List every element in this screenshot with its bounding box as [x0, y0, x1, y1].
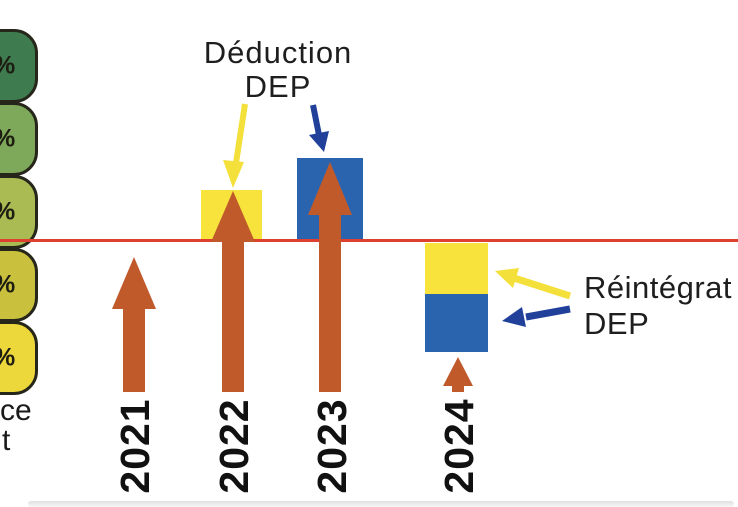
year-label-2024: 2024: [436, 398, 482, 494]
reintegration-blue-bar-2024: [425, 294, 488, 352]
deduction-dep-label: Déduction DEP: [178, 36, 378, 104]
baseline-red-line: [0, 239, 738, 242]
yellow-down-arrow-icon: [223, 103, 248, 188]
reintegration-label-line2: DEP: [584, 306, 650, 341]
reintegration-yellow-bar-2024: [425, 243, 488, 294]
percent-fragment: %: [0, 271, 15, 300]
blue-left-arrow-icon: [502, 305, 571, 327]
scale-box-5: %: [0, 321, 38, 395]
up-arrow-2021-icon: [112, 257, 156, 392]
year-label-2023: 2023: [309, 398, 355, 494]
scale-box-4: %: [0, 248, 38, 322]
scale-box-3: %: [0, 175, 38, 249]
deduction-blue-bar-2023: [297, 158, 363, 239]
percent-fragment: %: [0, 52, 15, 81]
percent-fragment: %: [0, 344, 15, 373]
scale-box-2: %: [0, 102, 38, 176]
deduction-label-line2: DEP: [244, 69, 312, 104]
year-label-2021: 2021: [112, 398, 158, 494]
deduction-label-line1: Déduction: [203, 35, 353, 70]
deduction-yellow-bar-2022: [201, 190, 262, 239]
percent-fragment: %: [0, 198, 15, 227]
small-up-arrow-2024-icon: [443, 357, 473, 392]
reintegration-dep-label: Réintégrat DEP: [584, 270, 738, 342]
scale-caption-fragment-1: ce: [0, 394, 32, 427]
percent-fragment: %: [0, 125, 15, 154]
scale-caption-fragment-2: t: [2, 424, 11, 457]
scale-box-1: %: [0, 29, 38, 103]
yellow-left-arrow-icon: [495, 268, 572, 300]
year-label-2022: 2022: [211, 398, 257, 494]
page-edge-shadow: [28, 501, 734, 507]
reintegration-label-line1: Réintégrat: [584, 270, 733, 305]
blue-down-arrow-icon: [309, 104, 329, 152]
